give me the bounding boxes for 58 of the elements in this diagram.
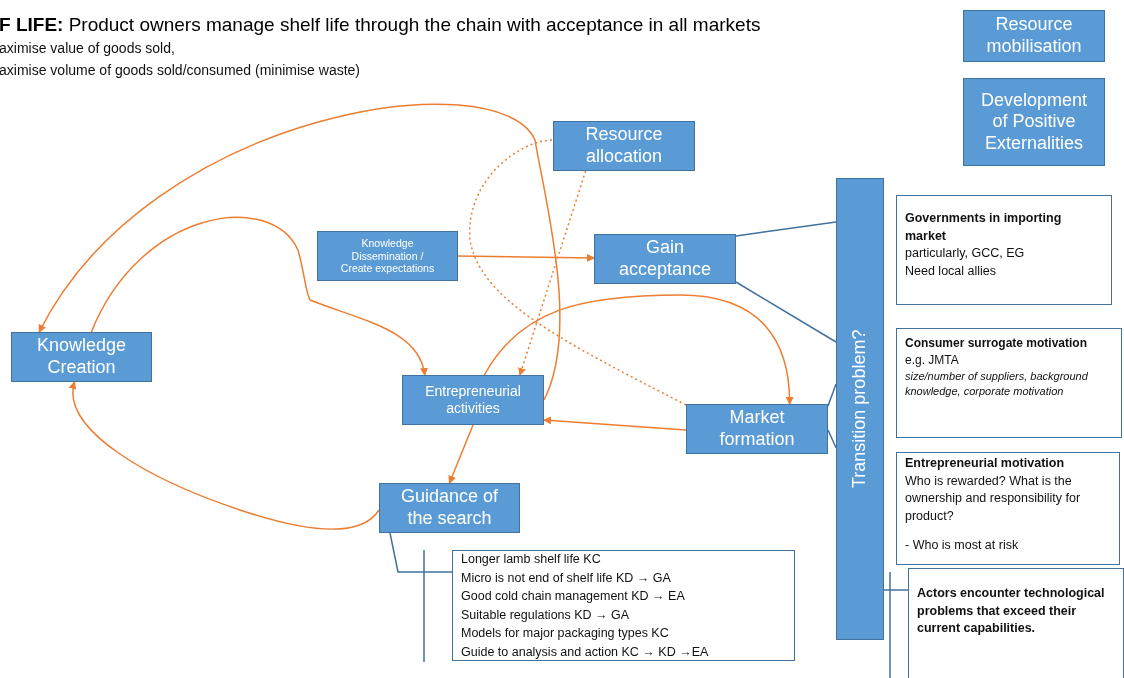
arrow (543, 416, 687, 431)
arrow (518, 170, 587, 376)
note-text: particularly, GCC, EG (905, 245, 1026, 262)
arrow (90, 216, 428, 376)
process-box (594, 234, 736, 284)
note-text: Need local allies (905, 262, 998, 280)
connector-line (389, 532, 453, 573)
note-text: aximise volume of goods sold/consumed (minimise waste) (0, 62, 361, 78)
arrow (38, 104, 561, 401)
process-box (963, 78, 1105, 166)
note-heading: Entrepreneurial motivation (905, 455, 1066, 472)
connector-line (827, 429, 837, 449)
box-label: Resource mobilisation (985, 14, 1083, 58)
list-item: Guide to analysis and action KC → KD →EA (461, 644, 710, 659)
note-box (896, 452, 1120, 565)
connector-line (735, 221, 837, 237)
note-text: - Who is most at risk (905, 537, 1020, 554)
process-box (686, 404, 828, 454)
note-text: size/number of suppliers, background knowledge, corporate motivation (905, 368, 1089, 399)
note-heading: Consumer surrogate motivation (905, 335, 1089, 352)
box-label: Transition problem? (849, 329, 871, 489)
list-box (452, 550, 795, 661)
arrow (448, 424, 474, 484)
box-label: Resource allocation (584, 124, 664, 168)
box-label: Gain acceptance (617, 237, 713, 281)
connector-line (883, 589, 909, 591)
list-item: Longer lamb shelf life KC (461, 552, 602, 567)
process-box (11, 332, 152, 382)
process-box (317, 231, 458, 281)
process-box (402, 375, 544, 425)
connector-line (469, 139, 687, 406)
note-text: aximise value of goods sold, (0, 40, 175, 56)
note-box (896, 328, 1122, 438)
list-item: Micro is not end of shelf life KD → GA (461, 570, 672, 585)
box-label: Market formation (718, 407, 796, 451)
arrow (483, 294, 794, 405)
list-item: Models for major packaging types KC (461, 626, 670, 641)
arrow (69, 381, 380, 530)
connector-line (735, 281, 837, 343)
process-box (963, 10, 1105, 62)
process-box (553, 121, 695, 171)
arrow (457, 253, 595, 262)
box-label: Guidance of the search (399, 486, 500, 530)
process-box (836, 178, 884, 640)
note-box (908, 568, 1124, 678)
note-box (896, 195, 1112, 305)
connector-line (827, 383, 837, 407)
box-label: Development of Positive Externalities (979, 89, 1089, 155)
box-label: Knowledge Dissemination / Create expectations (339, 237, 436, 275)
list-item: Good cold chain management KD → EA (461, 589, 686, 604)
title: F LIFE: Product owners manage shelf life through the chain with acceptance in all markets (0, 14, 761, 36)
list-item: Suitable regulations KD → GA (461, 607, 631, 622)
note-heading: Actors encounter technological problems that exceed their current capabilities. (917, 585, 1106, 637)
box-label: Entrepreneurial activities (424, 383, 522, 417)
note-text: e.g. JMTA (905, 351, 960, 369)
note-text: Who is rewarded? What is the ownership and responsibility for product? (905, 472, 1082, 525)
box-label: Knowledge Creation (35, 335, 128, 379)
process-box (379, 483, 520, 533)
